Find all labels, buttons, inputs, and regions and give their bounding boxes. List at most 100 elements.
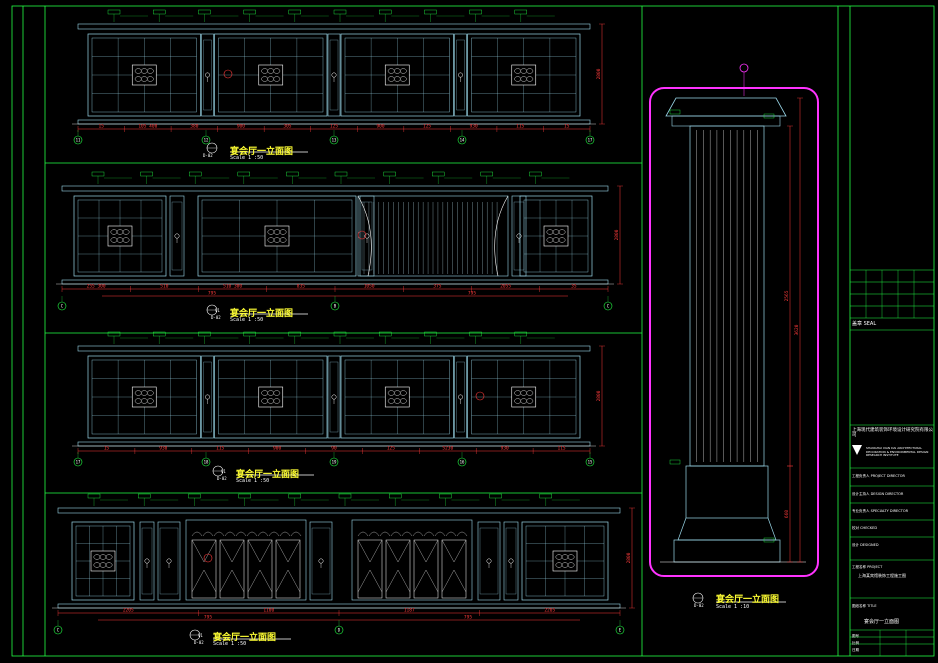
ornament-frame (384, 64, 410, 86)
dimension-label-vertical: 2800 (626, 552, 632, 563)
ornament-motif (267, 229, 275, 235)
column-elevation: 3620 2565 660 (649, 63, 819, 604)
column-base (673, 539, 781, 563)
grid-bubble (603, 301, 613, 311)
wall-panel (521, 521, 609, 601)
ornament-motif (387, 68, 395, 74)
wall-panel (87, 355, 201, 439)
pilaster-inner (159, 527, 179, 595)
dimension-label-vertical: 660 (784, 510, 790, 518)
ornament-motif (273, 237, 281, 243)
ornament-motif (399, 390, 407, 396)
ornament-frame (258, 386, 284, 408)
dimension-label: 900 (273, 446, 281, 452)
wall-panel (71, 521, 135, 601)
grid-bubble (201, 457, 211, 467)
ornament-motif (526, 76, 534, 82)
skirting (77, 119, 591, 125)
ornament-motif (146, 390, 154, 396)
wall-sconce (331, 72, 337, 78)
title-block (850, 269, 934, 656)
grid-bubble-label: C (607, 303, 610, 308)
section-callout (357, 230, 367, 240)
ornament-motif (134, 390, 142, 396)
ornament-motif (561, 562, 569, 568)
grid-bubble-label: 18 (204, 459, 209, 464)
ornament-motif (146, 76, 154, 82)
wall-sconce (486, 558, 492, 564)
pilaster (477, 521, 501, 601)
ornament-motif (273, 229, 281, 235)
dimension-label: 900 (376, 124, 384, 130)
ornament-motif (99, 554, 107, 560)
column-tag (763, 113, 775, 119)
pilaster-inner (456, 361, 465, 433)
door-leaf (413, 539, 439, 599)
grid-bubble-label: B (334, 303, 337, 308)
grid-bubble (585, 135, 595, 145)
pilaster-inner (329, 361, 339, 433)
pilaster (503, 521, 519, 601)
wall-sconce (205, 394, 210, 400)
double-door (351, 519, 473, 601)
grid-bubble (334, 625, 344, 635)
dimension-total-label: 795 (204, 615, 212, 621)
door-frame (351, 519, 473, 601)
curtain-drape-left (357, 195, 372, 277)
company-logo-icon (852, 445, 862, 455)
dimension-label: 115 (557, 446, 565, 452)
grid-bubble-label: 19 (332, 459, 337, 464)
door-leaf (191, 539, 217, 599)
wall-panel (519, 195, 593, 277)
dimension-label: 510 (160, 284, 168, 290)
material-tag (237, 171, 251, 177)
grid-bubble-label: 16 (460, 459, 465, 464)
material-tag (288, 9, 301, 15)
ornament-motif (273, 76, 281, 82)
wall-sconce (174, 233, 180, 239)
section-callout (223, 69, 233, 79)
material-tag (379, 9, 392, 15)
door-leaf (441, 539, 467, 599)
pilaster-inner (141, 527, 153, 595)
ornament-motif (520, 76, 528, 82)
ornament-motif (146, 398, 154, 404)
material-tag (152, 9, 166, 15)
material-tag (238, 493, 251, 499)
pilaster-inner (513, 201, 525, 271)
cornice (77, 23, 591, 30)
wall-panel (467, 33, 581, 117)
door-inlay (441, 539, 467, 593)
grid-bubble (457, 135, 467, 145)
pilaster-inner (456, 39, 465, 111)
door-leaf (275, 539, 301, 599)
ornament-motif (110, 229, 118, 235)
cornice (57, 507, 621, 514)
ornament-frame (264, 225, 290, 247)
pilaster-inner (203, 39, 212, 111)
dimension-label: 1187 (404, 608, 415, 614)
material-tag (424, 9, 437, 15)
wall-sconce (508, 558, 514, 564)
door-frame (185, 519, 307, 601)
ornament-motif (526, 68, 534, 74)
dimension-label-vertical: 3620 (794, 324, 800, 335)
pilaster-inner (361, 201, 373, 271)
transom-arch (224, 531, 236, 537)
ornament-motif (555, 562, 563, 568)
dimension-label: 15 (99, 124, 105, 130)
ornament-motif (552, 237, 560, 243)
grid-bubble-label: C (61, 303, 64, 308)
ornament-motif (105, 554, 113, 560)
dimension-label: 35 (571, 284, 577, 290)
door-leaf (385, 539, 411, 599)
ornament-motif (552, 229, 560, 235)
column-marker (739, 63, 749, 73)
dimension-label: 125 (330, 124, 338, 130)
wall-sconce (516, 233, 522, 239)
grid-bubble (57, 301, 67, 311)
curtain-drape-right (494, 195, 509, 277)
pilaster-inner (329, 39, 339, 111)
dimension-label-vertical: 2565 (784, 290, 790, 301)
